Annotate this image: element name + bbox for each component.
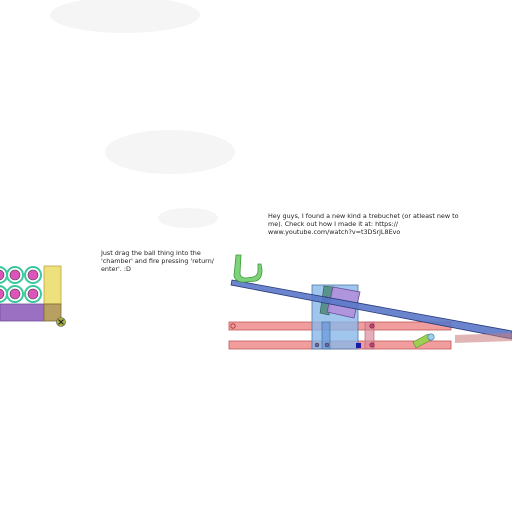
background-clouds xyxy=(50,0,235,228)
ammo-ball[interactable] xyxy=(0,285,8,303)
tower-pin xyxy=(324,342,330,348)
ammo-ball[interactable] xyxy=(6,266,24,284)
arm-shadow-rail xyxy=(455,333,512,343)
sling-cup xyxy=(233,254,263,283)
trigger-block[interactable] xyxy=(356,343,361,348)
ammo-ball[interactable] xyxy=(0,266,8,284)
cloud xyxy=(50,0,200,33)
throwing-arm[interactable] xyxy=(230,279,512,343)
u-cup-icon[interactable] xyxy=(233,254,263,283)
rail-pin xyxy=(369,323,375,329)
release-handle[interactable] xyxy=(412,333,435,349)
instruction-text: Just drag the ball thing into the 'chamb… xyxy=(101,249,214,274)
tower-leg xyxy=(321,321,331,350)
cloud xyxy=(105,130,235,174)
handle-knob xyxy=(427,333,435,341)
arm-beam xyxy=(230,279,512,340)
ammo-ball[interactable] xyxy=(6,285,24,303)
ammo-rack[interactable] xyxy=(0,265,66,327)
ammo-ball[interactable] xyxy=(24,285,42,303)
x-circle-icon[interactable] xyxy=(56,317,66,327)
tower-pin xyxy=(314,342,320,348)
rail-brace xyxy=(364,321,375,350)
author-note-text: Hey guys, I found a new kind a trebuchet… xyxy=(268,212,459,237)
rail-pin xyxy=(369,342,375,348)
ammo-balls[interactable] xyxy=(0,266,42,303)
rail-pin xyxy=(230,323,236,329)
rack-corner-block xyxy=(43,303,62,322)
ammo-ball[interactable] xyxy=(24,266,42,284)
rack-post xyxy=(43,265,62,305)
rack-base xyxy=(0,303,45,322)
cloud xyxy=(158,208,218,228)
